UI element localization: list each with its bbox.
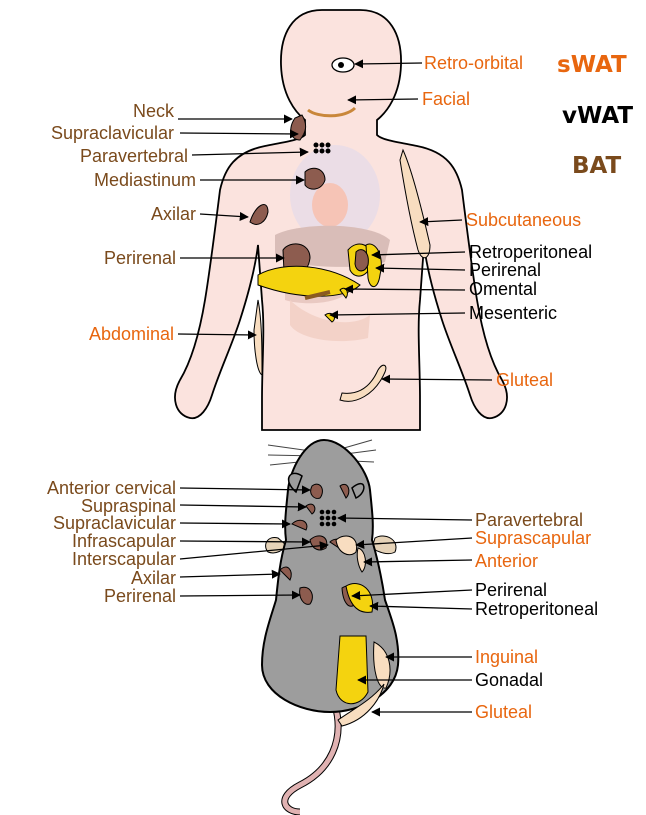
label-retroperitoneal-human: Retroperitoneal	[469, 242, 592, 262]
label-mesenteric: Mesenteric	[469, 303, 557, 323]
label-neck: Neck	[133, 101, 175, 121]
label-perirenal-human-right: Perirenal	[469, 260, 541, 280]
mouse-body	[262, 440, 398, 812]
label-perirenal-mouse-left: Perirenal	[104, 586, 176, 606]
legend-swat: sWAT	[557, 52, 627, 78]
label-supraclavicular: Supraclavicular	[51, 123, 174, 143]
label-omental: Omental	[469, 279, 537, 299]
label-infrascapular: Infrascapular	[72, 531, 176, 551]
label-retroperitoneal-mouse: Retroperitoneal	[475, 599, 598, 619]
label-gluteal-human: Gluteal	[496, 370, 553, 390]
legend-vwat: vWAT	[562, 103, 633, 129]
label-anterior: Anterior	[475, 551, 538, 571]
label-gonadal: Gonadal	[475, 670, 543, 690]
label-abdominal: Abdominal	[89, 324, 174, 344]
label-supraclavicular-mouse: Supraclavicular	[53, 513, 176, 533]
label-retro-orbital: Retro-orbital	[424, 53, 523, 73]
label-interscapular: Interscapular	[72, 549, 176, 569]
label-inguinal: Inguinal	[475, 647, 538, 667]
label-mediastinum: Mediastinum	[94, 170, 196, 190]
label-paravertebral-mouse: Paravertebral	[475, 510, 583, 530]
label-axilar-mouse: Axilar	[131, 568, 176, 588]
legend: sWAT vWAT BAT	[557, 52, 633, 179]
label-anterior-cervical: Anterior cervical	[47, 478, 176, 498]
label-perirenal-human-left: Perirenal	[104, 248, 176, 268]
label-gluteal-mouse: Gluteal	[475, 702, 532, 722]
legend-bat: BAT	[572, 153, 622, 179]
label-axilar: Axilar	[151, 204, 196, 224]
label-facial: Facial	[422, 89, 470, 109]
label-suprascapular: Suprascapular	[475, 528, 591, 548]
label-subcutaneous: Subcutaneous	[466, 210, 581, 230]
label-perirenal-mouse-right: Perirenal	[475, 580, 547, 600]
label-paravertebral: Paravertebral	[80, 146, 188, 166]
